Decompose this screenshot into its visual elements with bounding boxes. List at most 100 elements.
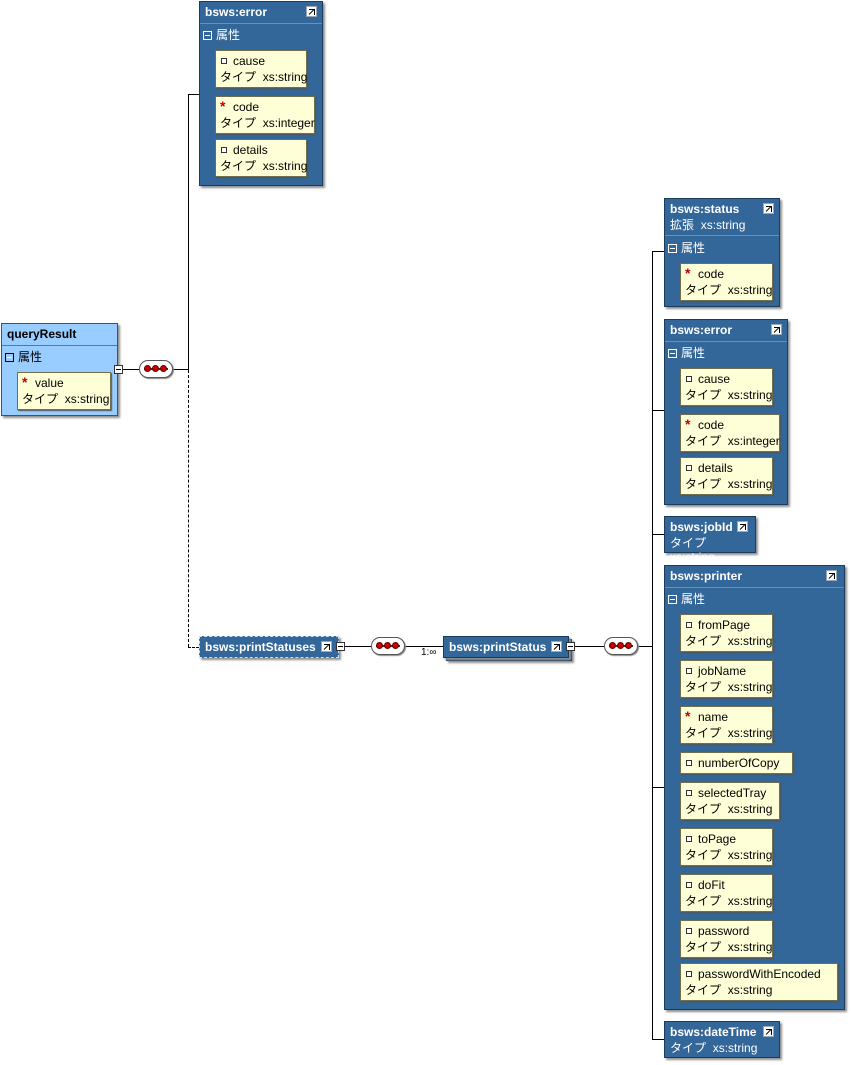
attribute-code[interactable]: * code タイプ xs:integer	[680, 414, 780, 452]
attribute-to-page[interactable]: toPage タイプ xs:string	[680, 828, 773, 866]
date-time-type: タイプ xs:string	[670, 1041, 758, 1055]
attribute-type: タイプ xs:string	[685, 283, 773, 297]
connector-statuses-to-seq	[345, 646, 371, 647]
attributes-label: 属性	[681, 241, 706, 255]
expand-link-icon[interactable]	[826, 570, 837, 581]
expand-link-icon[interactable]	[737, 521, 748, 532]
collapse-icon[interactable]	[5, 353, 14, 362]
attribute-type: タイプ xs:integer	[220, 116, 315, 130]
attributes-label: 属性	[681, 592, 706, 606]
connector-to-datetime	[652, 1039, 664, 1040]
attribute-from-page[interactable]: fromPage タイプ xs:string	[680, 614, 773, 652]
print-statuses-element[interactable]: bsws:printStatuses	[199, 636, 339, 658]
collapse-icon[interactable]	[203, 31, 212, 40]
attribute-details[interactable]: details タイプ xs:string	[680, 457, 773, 495]
attribute-cause[interactable]: cause タイプ xs:string	[215, 50, 307, 88]
print-status-element[interactable]: bsws:printStatus	[443, 636, 569, 658]
attribute-name[interactable]: * name タイプ xs:string	[680, 706, 773, 744]
attribute-do-fit[interactable]: doFit タイプ xs:string	[680, 874, 773, 912]
attributes-header[interactable]: 属性	[203, 28, 240, 42]
connector-optional-horizontal	[188, 647, 199, 648]
collapse-icon[interactable]	[668, 244, 677, 253]
attributes-header[interactable]: 属性	[5, 350, 42, 364]
multiplicity-label: 1:∞	[421, 647, 437, 658]
attribute-password[interactable]: password タイプ xs:string	[680, 920, 773, 958]
attribute-name: doFit	[698, 878, 725, 892]
error-element-top[interactable]: bsws:error 属性 cause タイプ xs:string * code…	[199, 1, 323, 186]
attribute-type: タイプ xs:string	[22, 392, 110, 406]
optional-icon	[686, 928, 692, 934]
print-statuses-title: bsws:printStatuses	[205, 640, 316, 654]
printer-element[interactable]: bsws:printer 属性 fromPage タイプ xs:string j…	[664, 565, 845, 1010]
attribute-name: code	[698, 267, 725, 281]
date-time-element[interactable]: bsws:dateTime タイプ xs:string	[664, 1021, 780, 1058]
attribute-code[interactable]: * code タイプ xs:string	[680, 263, 773, 301]
expand-link-icon[interactable]	[306, 6, 317, 17]
attribute-code[interactable]: * code タイプ xs:integer	[215, 96, 315, 134]
printer-title: bsws:printer	[670, 569, 743, 583]
expand-link-icon[interactable]	[551, 641, 562, 652]
expand-link-icon[interactable]	[763, 1026, 774, 1037]
expand-link-icon[interactable]	[763, 203, 774, 214]
collapse-icon[interactable]	[668, 349, 677, 358]
attribute-password-with-encoded[interactable]: passwordWithEncoded タイプ xs:string	[680, 963, 838, 1001]
optional-icon	[686, 668, 692, 674]
attribute-type: タイプ xs:string	[685, 388, 773, 402]
required-icon: *	[685, 708, 691, 724]
attribute-name: value	[35, 376, 64, 390]
optional-icon	[686, 622, 692, 628]
attributes-header[interactable]: 属性	[668, 346, 705, 360]
attribute-job-name[interactable]: jobName タイプ xs:string	[680, 660, 773, 698]
attribute-cause[interactable]: cause タイプ xs:string	[680, 368, 773, 406]
attribute-name: toPage	[698, 832, 737, 846]
optional-icon	[686, 760, 692, 766]
attribute-type: タイプ xs:string	[685, 680, 773, 694]
attribute-name: jobName	[698, 664, 747, 678]
job-id-title: bsws:jobId	[670, 520, 733, 534]
error-element-right[interactable]: bsws:error 属性 cause タイプ xs:string * code…	[664, 319, 788, 505]
attribute-name: cause	[233, 54, 266, 68]
connector-seq-to-branch	[173, 369, 189, 370]
status-extension: 拡張 xs:string	[670, 218, 746, 232]
connector-to-status	[652, 251, 664, 252]
attribute-name: details	[698, 461, 733, 475]
optional-icon	[686, 376, 692, 382]
print-status-title: bsws:printStatus	[449, 640, 547, 654]
status-element[interactable]: bsws:status 拡張 xs:string 属性 * code タイプ x…	[664, 198, 780, 307]
attribute-name: selectedTray	[698, 786, 767, 800]
query-result-element[interactable]: queryResult 属性 * value タイプ xs:string	[1, 323, 118, 416]
connector-seq-to-children	[638, 646, 653, 647]
optional-icon	[686, 836, 692, 842]
sequence-compositor-icon[interactable]	[371, 637, 405, 655]
attribute-details[interactable]: details タイプ xs:string	[215, 139, 307, 177]
collapse-icon[interactable]	[668, 595, 677, 604]
required-icon: *	[220, 98, 226, 114]
attribute-value[interactable]: * value タイプ xs:string	[17, 372, 111, 410]
attribute-type: タイプ xs:string	[685, 983, 773, 997]
optional-icon	[221, 147, 227, 153]
sequence-compositor-icon[interactable]	[604, 637, 638, 655]
connector-optional-vertical	[188, 370, 189, 647]
attributes-header[interactable]: 属性	[668, 592, 705, 606]
root-collapse-button[interactable]	[114, 365, 123, 374]
job-id-element[interactable]: bsws:jobId タイプ xs:string	[664, 516, 756, 564]
optional-icon	[686, 882, 692, 888]
attribute-name: passwordWithEncoded	[698, 967, 821, 981]
required-icon: *	[22, 374, 28, 390]
attribute-name-label: name	[698, 710, 729, 724]
sequence-compositor-icon[interactable]	[139, 360, 173, 378]
expand-link-icon[interactable]	[771, 324, 782, 335]
attribute-type: タイプ xs:string	[685, 634, 773, 648]
attributes-label: 属性	[681, 346, 706, 360]
attribute-type: タイプ xs:string	[685, 726, 773, 740]
attribute-name: code	[698, 418, 725, 432]
connector-root-to-seq	[123, 369, 139, 370]
attribute-number-of-copy[interactable]: numberOfCopy	[680, 752, 793, 774]
print-status-collapse-button[interactable]	[566, 642, 575, 651]
expand-link-icon[interactable]	[321, 641, 332, 652]
attributes-header[interactable]: 属性	[668, 241, 705, 255]
attribute-type: タイプ xs:string	[685, 894, 773, 908]
attribute-selected-tray[interactable]: selectedTray タイプ xs:string	[680, 782, 780, 820]
print-statuses-collapse-button[interactable]	[336, 642, 345, 651]
attributes-label: 属性	[216, 28, 241, 42]
